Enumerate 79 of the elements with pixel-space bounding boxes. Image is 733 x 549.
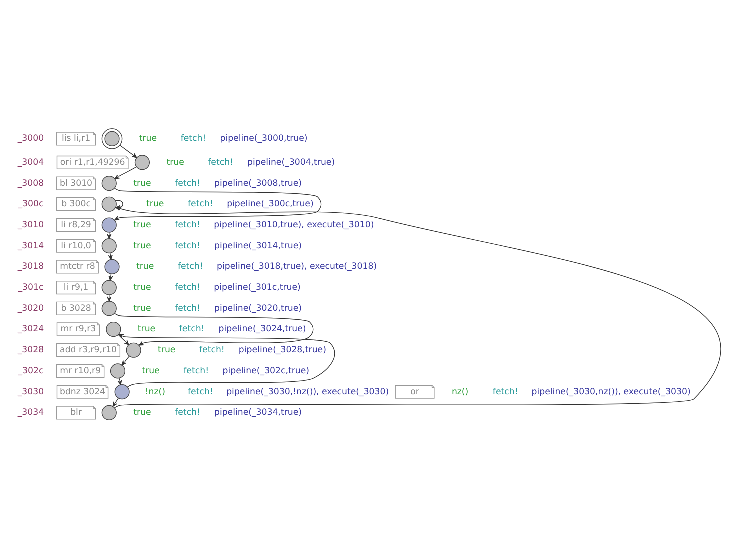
label: true [142,366,160,376]
label: _3028 [18,346,44,356]
label: pipeline(_302c,true) [222,366,310,376]
label: pipeline(_301c,true) [214,283,301,294]
label: pipeline(_3034,true) [214,408,302,418]
label: true [146,200,164,210]
label: _3034 [18,408,44,418]
label: fetch! [175,408,200,418]
label: _3004 [18,158,44,168]
node-circle [102,196,117,212]
arrow [122,356,130,366]
label: true [138,324,156,335]
label: fetch! [188,200,214,210]
label: _3030 [18,387,44,398]
arrow [114,166,137,180]
label: _3024 [18,324,44,335]
arrow [114,313,314,346]
arrow [112,398,119,407]
label: fetch! [175,220,200,230]
label: _300c [18,200,44,210]
node-circle [134,155,150,170]
node-circle [102,280,117,296]
label: true [166,158,184,168]
label: fetch! [492,387,518,398]
label: fetch! [175,241,200,252]
node-circle [102,176,117,192]
node-circle [102,218,117,233]
label: fetch! [184,366,210,376]
label: !nz() [145,387,166,398]
label: pipeline(_3014,true) [214,241,302,252]
label: fetch! [175,304,200,314]
arrow [118,334,130,346]
node-circle [110,364,126,379]
node-circle [126,342,142,358]
label: _302c [18,366,44,376]
label: pipeline(_3010,true), execute(_3010) [214,220,374,230]
label: pipeline(_3028,true) [238,346,326,356]
label: _3014 [18,241,44,252]
label: fetch! [200,346,225,356]
label: fetch! [188,387,214,398]
node-circle [102,238,117,254]
label: _3010 [18,220,44,230]
label: _3000 [18,134,44,144]
node-circle [102,128,123,150]
label: true [134,178,152,189]
label: nz() [452,387,469,398]
label: pipeline(_3000,true) [220,134,308,144]
node-circle [114,384,130,400]
node-circle [102,301,117,316]
label: pipeline(_3008,true) [214,178,302,189]
label: _3018 [18,262,44,272]
label: fetch! [175,283,200,294]
label: true [134,241,152,252]
label: fetch! [175,178,200,189]
label: pipeline(_3030,nz()), execute(_3030) [532,387,691,398]
label: fetch! [178,262,204,272]
label: fetch! [179,324,205,335]
label: _301c [18,283,44,294]
label: fetch! [180,134,206,144]
label: fetch! [208,158,234,168]
label: pipeline(_3018,true), execute(_3018) [217,262,378,272]
label: pipeline(_3024,true) [218,324,306,335]
label: pipeline(_300c,true) [227,200,314,210]
label: pipeline(_3020,true) [214,304,302,314]
label: true [134,220,152,230]
label: true [134,283,152,294]
node-circle [102,405,117,420]
arrow [108,253,113,260]
label: true [136,262,154,272]
node-circle [106,322,122,338]
label: _3020 [18,304,44,314]
label: _3008 [18,178,44,189]
label: pipeline(_3030,!nz()), execute(_3030) [226,387,390,398]
label: true [134,408,152,418]
label: true [139,134,158,144]
label: pipeline(_3004,true) [248,158,336,168]
label: true [158,346,176,356]
label: true [134,304,152,314]
node-circle [104,259,120,274]
